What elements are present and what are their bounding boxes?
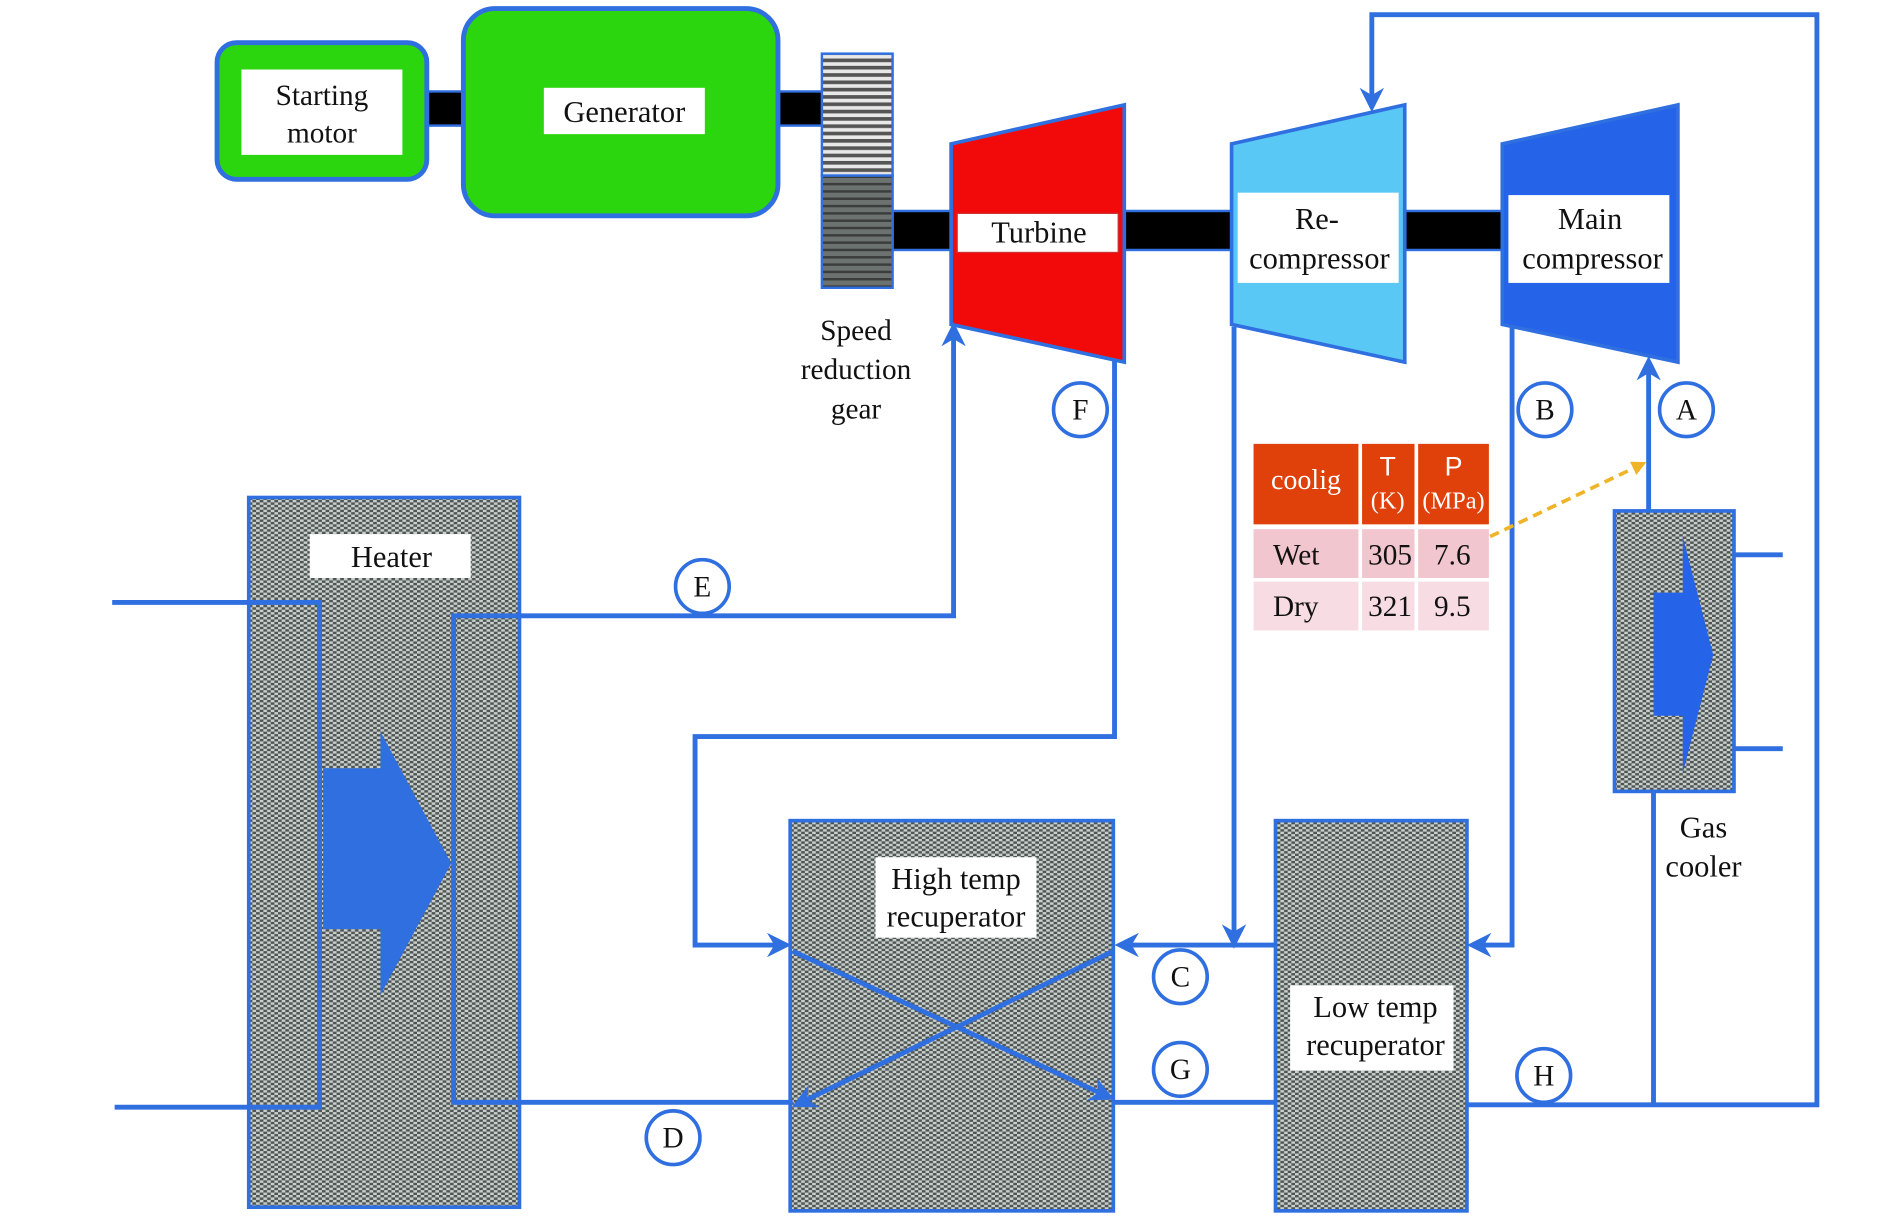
svg-text:C: C xyxy=(1171,961,1191,993)
state-point-A: A xyxy=(1657,381,1716,439)
starting-motor-label-1: Starting xyxy=(276,80,369,112)
state-point-G: G xyxy=(1151,1040,1210,1099)
gear-label-2: reduction xyxy=(801,354,912,386)
htr-hot-path xyxy=(791,948,1115,1101)
heat-flow-arrow-icon xyxy=(323,731,452,996)
htr-cold-path xyxy=(791,948,1115,1108)
cell-P: 7.6 xyxy=(1434,540,1471,572)
state-point-F: F xyxy=(1051,381,1110,439)
cell-cooling: Dry xyxy=(1273,591,1319,623)
generator: Generator xyxy=(460,6,781,219)
recompressor: Re- compressor xyxy=(1229,102,1407,365)
table-header-T-unit: (K) xyxy=(1371,487,1405,514)
pipe-F-htr xyxy=(692,359,1117,958)
table-header-T: T xyxy=(1379,452,1395,482)
turbine-label: Turbine xyxy=(991,216,1086,250)
svg-text:D: D xyxy=(663,1122,684,1154)
main-compressor-label-2: compressor xyxy=(1522,241,1662,275)
cooling-flow-arrow-icon xyxy=(1653,536,1714,774)
pipe-D-E-turbine xyxy=(451,321,966,1105)
state-point-D: D xyxy=(644,1109,702,1167)
htr-label-1: High temp xyxy=(891,862,1020,896)
gas-cooler: Gas cooler xyxy=(1612,509,1742,884)
starting-motor-label-2: motor xyxy=(287,118,357,150)
gas-cooler-label-1: Gas xyxy=(1680,811,1727,845)
table-header-P-unit: (MPa) xyxy=(1422,487,1484,514)
ltr-label-1: Low temp xyxy=(1313,990,1437,1024)
cell-cooling: Wet xyxy=(1273,540,1319,572)
gear-label-3: gear xyxy=(831,393,882,425)
table-row: Dry 321 9.5 xyxy=(1253,581,1489,631)
table-pointer-arrow xyxy=(1489,461,1647,539)
recompressor-label-1: Re- xyxy=(1295,202,1339,236)
heater-label: Heater xyxy=(351,540,432,574)
svg-text:G: G xyxy=(1170,1054,1191,1086)
main-compressor: Main compressor xyxy=(1500,102,1680,365)
svg-text:H: H xyxy=(1533,1060,1554,1092)
starting-motor: Starting motor xyxy=(214,40,430,182)
svg-text:E: E xyxy=(693,571,711,603)
ltr-label-2: recuperator xyxy=(1306,1028,1445,1062)
table-row: Wet 305 7.6 xyxy=(1253,529,1489,578)
gear-label-1: Speed xyxy=(820,315,892,347)
cell-P: 9.5 xyxy=(1434,591,1471,623)
table-header-cooling: coolig xyxy=(1271,465,1341,496)
main-compressor-label-1: Main xyxy=(1558,202,1622,236)
high-temp-recuperator: High temp recuperator xyxy=(788,818,1116,1213)
speed-reduction-gear: Speed reduction gear xyxy=(801,52,912,425)
recompressor-label-2: compressor xyxy=(1249,241,1389,275)
svg-text:F: F xyxy=(1072,394,1088,426)
heater-flow-in xyxy=(112,599,322,1110)
state-point-C: C xyxy=(1151,948,1210,1006)
table-header-P: P xyxy=(1445,452,1463,482)
svg-text:A: A xyxy=(1676,394,1697,426)
pipes xyxy=(112,12,1820,1110)
htr-label-2: recuperator xyxy=(887,900,1026,934)
shaft-motor-generator xyxy=(425,90,468,127)
cell-T: 305 xyxy=(1368,540,1412,572)
gas-cooler-label-2: cooler xyxy=(1665,850,1741,884)
pipe-H xyxy=(1359,12,1820,1108)
state-point-E: E xyxy=(673,557,732,616)
generator-label: Generator xyxy=(563,95,685,129)
state-point-B: B xyxy=(1516,381,1574,439)
cell-T: 321 xyxy=(1368,591,1412,623)
cooling-conditions-table: coolig T (K) P (MPa) Wet 305 7.6 Dry 321… xyxy=(1253,443,1489,631)
state-point-H: H xyxy=(1515,1046,1573,1105)
turbine: Turbine xyxy=(949,102,1127,365)
shaft-generator-gear xyxy=(776,90,826,127)
low-temp-recuperator: Low temp recuperator xyxy=(1273,818,1469,1213)
pipe-B xyxy=(1466,326,1515,958)
svg-text:B: B xyxy=(1535,394,1555,426)
